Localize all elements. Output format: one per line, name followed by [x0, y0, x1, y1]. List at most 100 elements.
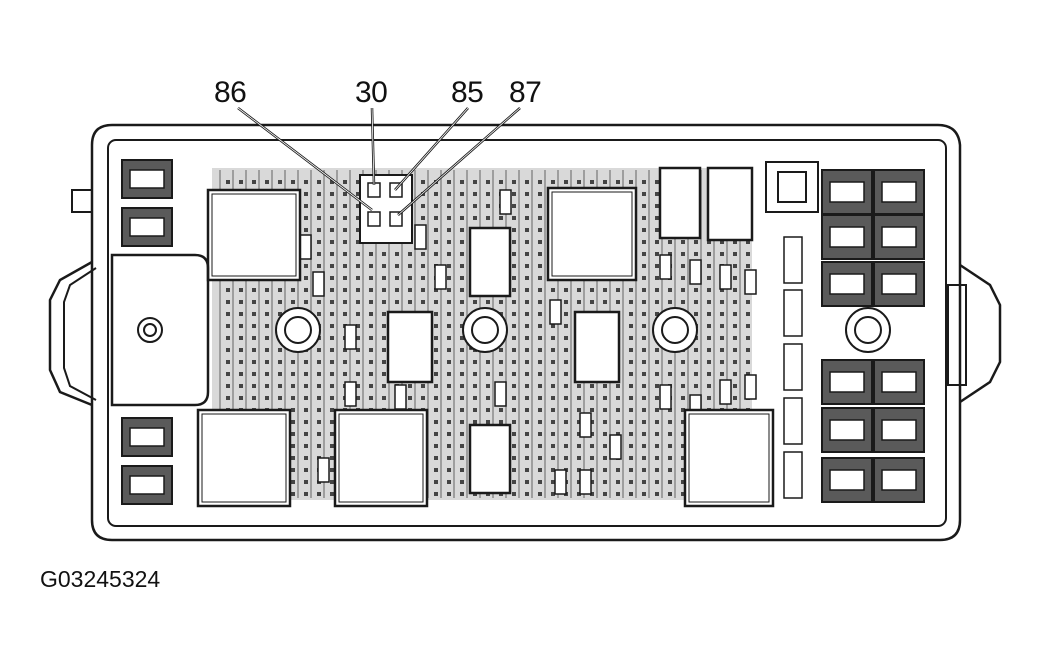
grid-dot [694, 372, 698, 376]
grid-dot [642, 312, 646, 316]
grid-dot [525, 468, 529, 472]
maxi-fuse-window [129, 217, 165, 237]
grid-dot [525, 228, 529, 232]
grid-dot [694, 360, 698, 364]
grid-dot [668, 492, 672, 496]
grid-dot [330, 312, 334, 316]
mini-fuse [344, 381, 357, 407]
grid-dot [291, 408, 295, 412]
grid-dot [590, 180, 594, 184]
grid-dot [733, 240, 737, 244]
grid-dot [434, 252, 438, 256]
grid-dot [629, 420, 633, 424]
grid-dot [343, 180, 347, 184]
grid-dot [473, 408, 477, 412]
grid-dot [499, 372, 503, 376]
grid-dot [577, 180, 581, 184]
grid-dot [447, 480, 451, 484]
grid-dot [343, 204, 347, 208]
mini-fuse [719, 379, 732, 405]
grid-dot [707, 384, 711, 388]
grid-dot [460, 360, 464, 364]
grid-dot [291, 360, 295, 364]
grid-dot [733, 276, 737, 280]
grid-dot [343, 216, 347, 220]
grid-dot [252, 312, 256, 316]
grid-dot [434, 300, 438, 304]
grid-dot [434, 456, 438, 460]
relay-medium [573, 310, 621, 384]
relay-medium [468, 423, 512, 495]
grid-dot [564, 456, 568, 460]
grid-dot [733, 384, 737, 388]
grid-dot [434, 480, 438, 484]
grid-dot [616, 480, 620, 484]
grid-dot [512, 468, 516, 472]
grid-dot [538, 468, 542, 472]
grid-dot [525, 204, 529, 208]
grid-dot [720, 324, 724, 328]
grid-dot [382, 324, 386, 328]
mini-fuse [434, 264, 447, 290]
grid-dot [434, 372, 438, 376]
grid-dot [512, 420, 516, 424]
grid-dot [538, 432, 542, 436]
maxi-fuse-window [829, 273, 865, 295]
grid-dot [265, 384, 269, 388]
grid-dot [304, 492, 308, 496]
grid-dot [252, 384, 256, 388]
grid-dot [317, 300, 321, 304]
right-tab-clip [947, 284, 967, 386]
relay-large [206, 188, 302, 282]
grid-dot [733, 300, 737, 304]
grid-dot [707, 312, 711, 316]
grid-dot [681, 288, 685, 292]
mini-fuse [499, 189, 512, 215]
grid-dot [538, 252, 542, 256]
grid-dot [642, 468, 646, 472]
leader-line-highlight [371, 107, 375, 186]
grid-dot [681, 372, 685, 376]
grid-dot [265, 396, 269, 400]
grid-dot [707, 240, 711, 244]
grid-dot [291, 420, 295, 424]
grid-dot [525, 432, 529, 436]
grid-dot [304, 216, 308, 220]
grid-dot [668, 240, 672, 244]
grid-dot [590, 480, 594, 484]
grid-dot [707, 348, 711, 352]
grid-dot [330, 468, 334, 472]
grid-dot [512, 336, 516, 340]
relay-large [196, 408, 292, 508]
grid-dot [447, 228, 451, 232]
grid-dot [356, 348, 360, 352]
grid-dot [356, 192, 360, 196]
grid-dot [733, 336, 737, 340]
grid-dot [655, 312, 659, 316]
relay-large [683, 408, 775, 508]
grid-dot [681, 252, 685, 256]
grid-dot [733, 288, 737, 292]
grid-dot [629, 396, 633, 400]
grid-dot [434, 432, 438, 436]
grid-dot [603, 288, 607, 292]
grid-dot [434, 384, 438, 388]
grid-dot [512, 192, 516, 196]
grid-dot [226, 384, 230, 388]
grid-dot [356, 240, 360, 244]
grid-dot [512, 384, 516, 388]
grid-dot [564, 420, 568, 424]
grid-dot [304, 372, 308, 376]
grid-dot [603, 456, 607, 460]
grid-dot [616, 432, 620, 436]
mini-fuse [549, 299, 562, 325]
relay-medium [386, 310, 434, 384]
grid-dot [447, 312, 451, 316]
grid-dot [538, 204, 542, 208]
grid-dot [694, 384, 698, 388]
grid-dot [551, 480, 555, 484]
grid-dot [681, 396, 685, 400]
maxi-fuse-window [881, 181, 917, 203]
grid-dot [499, 408, 503, 412]
grid-dot [642, 420, 646, 424]
